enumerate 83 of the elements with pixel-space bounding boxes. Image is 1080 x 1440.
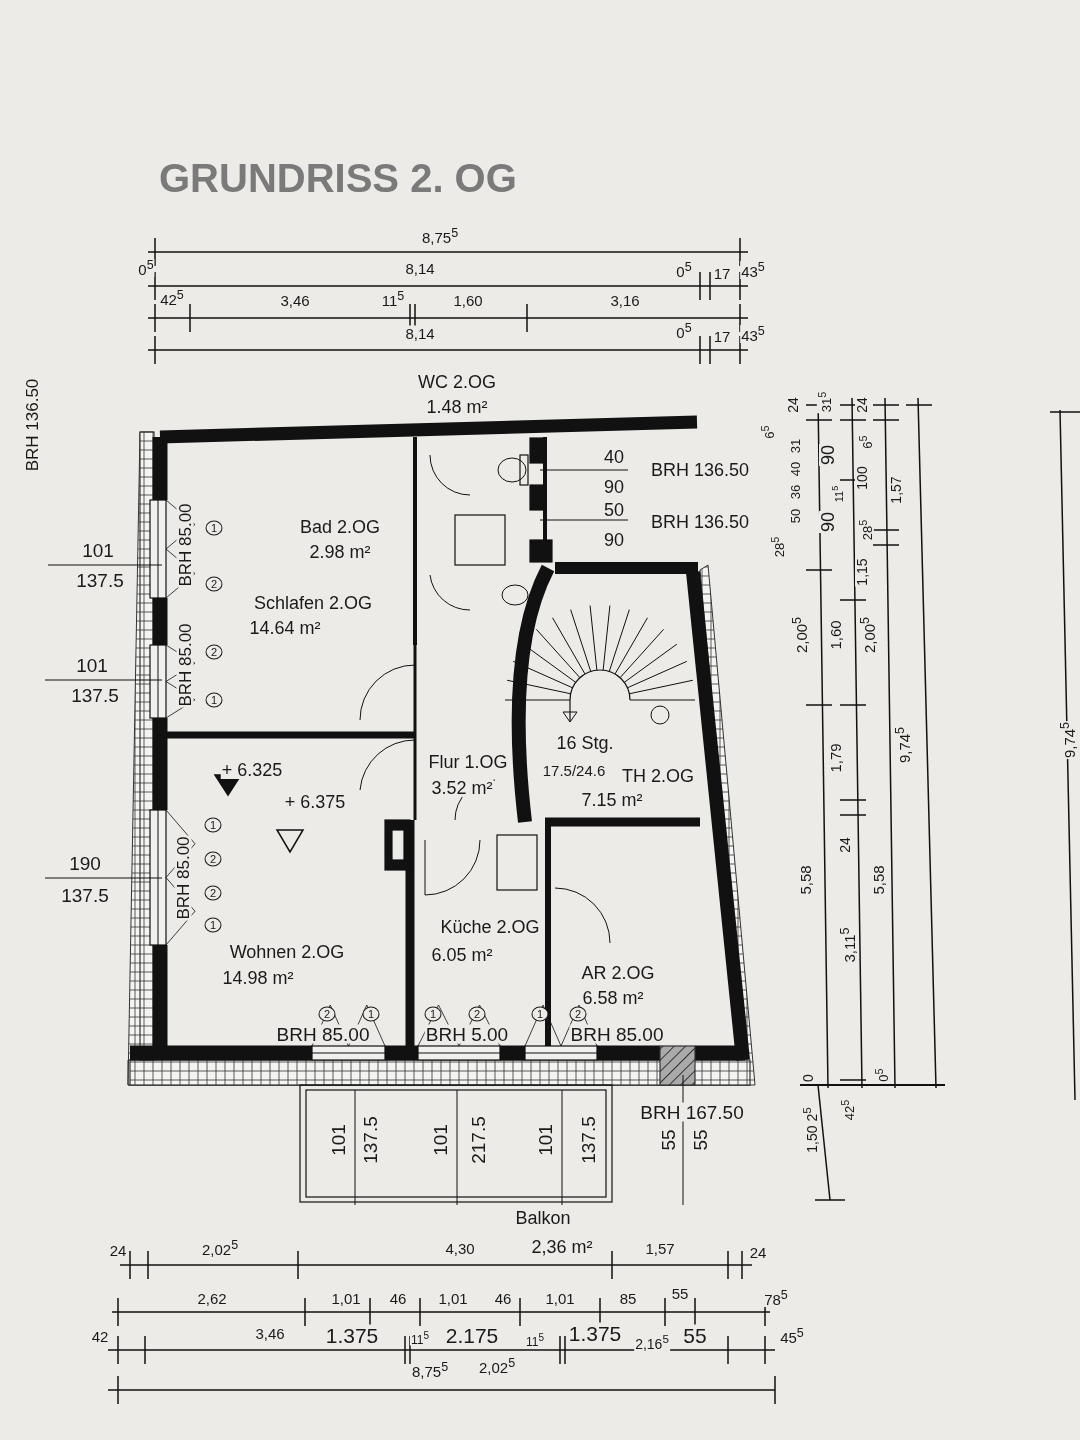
room-area: 7.15 m² [580,791,644,809]
sill-height-note: BRH 5.00 [424,1024,510,1044]
sill-height-note: BRH 136.50 [649,461,751,479]
dimension-label: 0$^{5}$ [675,322,693,340]
dimension-label: 43$^{5}$ [740,325,766,343]
dimension-label: 24 [855,396,869,414]
window-number: 2 [569,1006,587,1022]
window-number: 2 [205,576,223,592]
room-area: 2.98 m² [308,543,372,561]
dimension-label: 55 [682,1324,708,1346]
dimension-label: 2,02$^{5}$ [477,1357,517,1375]
dimension-label: 11$^{5}$ [525,1332,545,1348]
elevation-label: + 6.325 [220,761,284,779]
room-area: 3.52 m² [430,779,494,797]
window-number: 1 [362,1006,380,1022]
window-number: 2 [204,851,222,867]
dimension-label: 11$^{5}$ [410,1330,430,1346]
dimension-label: 1.375 [567,1322,623,1344]
dimension-label: 36 [788,483,802,501]
sill-height-note: BRH 85.00 [569,1024,665,1044]
room-name: Wohnen 2.OG [228,943,346,961]
room-name: Balkon [514,1209,572,1227]
dimension-label: 8,75$^{5}$ [410,1361,450,1379]
dimension-label: 50 [788,507,802,525]
sill-height-note: BRH 167.50 [639,1102,745,1122]
room-name: Schlafen 2.OG [252,594,374,612]
dimension-label: 1,15 [855,557,869,587]
dimension-label: 45$^{5}$ [779,1327,805,1345]
dimension-label: 0 [801,1073,815,1083]
room-area: 6.58 m² [581,989,645,1007]
window-number: 1 [204,817,222,833]
room-name: Bad 2.OG [299,518,381,536]
dimension-label: 1,57 [889,475,903,505]
dimension-label: 90 [819,444,837,466]
dimension-label: 90 [819,511,837,533]
room-area: 2,36 m² [530,1238,594,1256]
room-name: WC 2.OG [417,373,497,391]
window-number: 2 [205,644,223,660]
dimension-label: 40 [788,460,802,478]
sill-height-note: BRH 85.00 [275,1024,371,1044]
dimension-label: 42$^{5}$ [159,289,185,307]
sill-height-note: BRH 136.50 [649,513,751,531]
dimension-label: 24 [838,836,852,854]
dimension-label: 43$^{5}$ [740,261,766,279]
window-number: 2 [468,1006,486,1022]
dimension-label: 24 [786,396,800,414]
room-name: Flur 1.OG [427,753,509,771]
room-area: 6.05 m² [430,946,494,964]
stair-note: 17.5/24.6 [541,762,607,778]
window-size-label: 50 [603,501,625,519]
window-number: 1 [531,1006,549,1022]
stair-note: 16 Stg. [555,734,615,752]
dimension-label: 31 [788,437,802,455]
window-number: 1 [205,692,223,708]
window-number: 2 [318,1006,336,1022]
window-size-label: 40 [603,448,625,466]
dimension-label: 100 [855,465,869,491]
sill-height-note: BRH 136.50 [23,377,41,473]
window-number: 2 [204,885,222,901]
dimension-label: 1.375 [324,1324,380,1346]
room-name: Küche 2.OG [439,918,541,936]
sill-height-note: BRH 85.00 [176,622,194,708]
sill-height-note: BRH 85.00 [174,835,192,921]
dimension-label: 11$^{5}$ [380,290,406,308]
dimension-label: 0$^{5}$ [675,261,693,279]
window-size-label: 90 [603,531,625,549]
dimension-label: 8,75$^{5}$ [420,227,460,245]
dimension-label: 8,14 [404,325,436,341]
dimension-label: 0$^{5}$ [137,259,155,277]
room-area: 14.98 m² [221,969,295,987]
window-number: 1 [424,1006,442,1022]
dimension-label: 2,16$^{5}$ [634,1333,670,1351]
window-size-label: 90 [603,478,625,496]
window-number: 1 [205,520,223,536]
room-name: AR 2.OG [580,964,656,982]
dimension-label: 78$^{5}$ [763,1289,789,1307]
elevation-label: + 6.375 [283,793,347,811]
dimension-label: 2,02$^{5}$ [200,1239,240,1257]
room-area: 14.64 m² [248,619,322,637]
room-name: TH 2.OG [621,767,695,785]
room-area: 1.48 m² [425,398,489,416]
window-number: 1 [204,917,222,933]
sill-height-note: BRH 85.00 [176,502,194,588]
